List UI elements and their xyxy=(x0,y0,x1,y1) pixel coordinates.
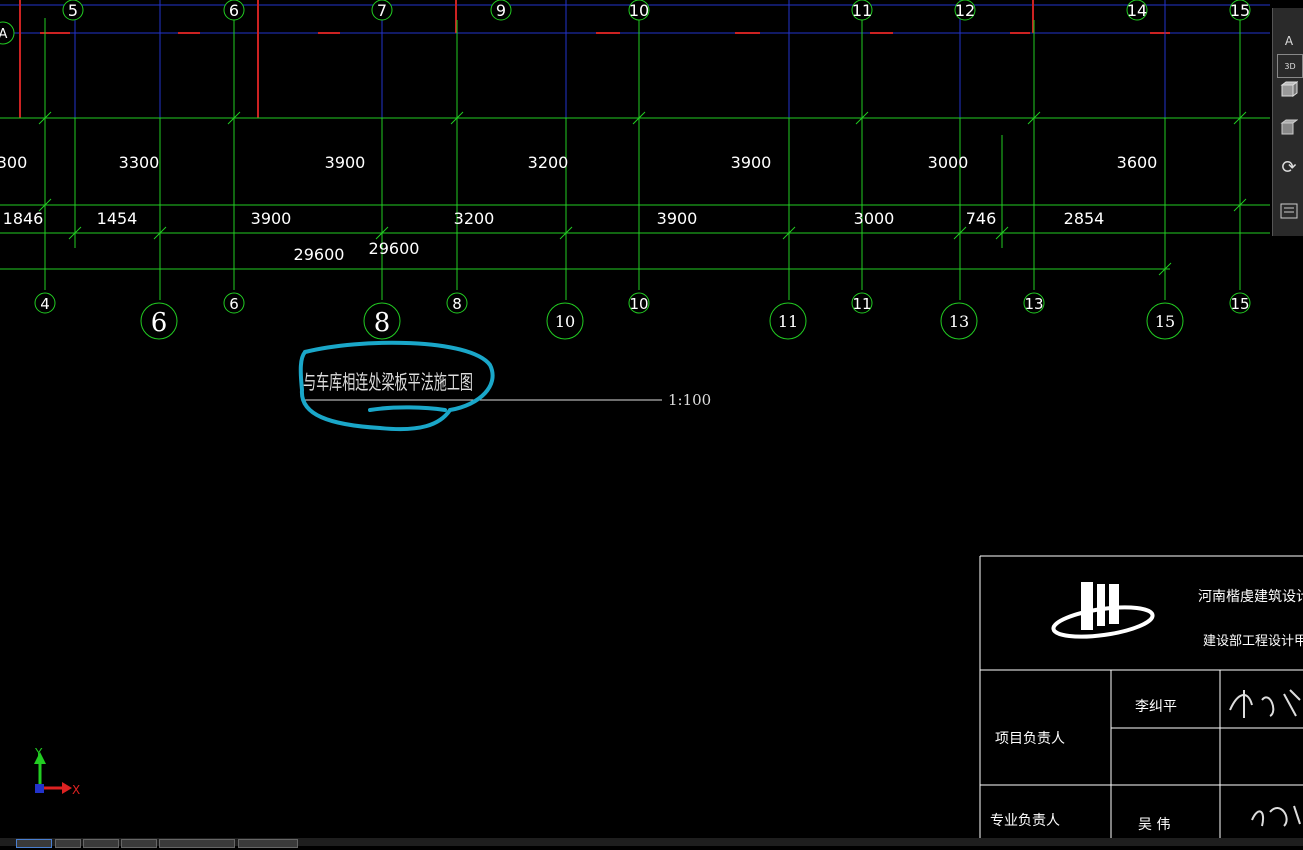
ucs-x-label: X xyxy=(72,783,80,797)
total-dimension: 29600 xyxy=(294,245,345,264)
layout-tab[interactable] xyxy=(83,839,119,848)
axis-label-large: 11 xyxy=(778,312,798,331)
top-axis-label: 9 xyxy=(496,1,506,20)
dimension-lines xyxy=(0,117,1270,270)
layout-tab[interactable] xyxy=(159,839,235,848)
vertical-grid-lines xyxy=(44,18,1241,300)
cube-view-icon[interactable] xyxy=(1277,78,1301,100)
sub-dimension: 1454 xyxy=(97,209,138,228)
layout-tab[interactable] xyxy=(238,839,298,848)
top-axis-label: 6 xyxy=(229,1,239,20)
signature-1 xyxy=(1229,689,1301,718)
ucs-y-label: Y xyxy=(34,746,43,760)
span-dimension: 3000 xyxy=(928,153,969,172)
layout-tab[interactable] xyxy=(55,839,81,848)
orbit-icon[interactable]: ⟳ xyxy=(1281,156,1297,178)
ucs-icon xyxy=(34,752,72,794)
showmotion-icon[interactable] xyxy=(1277,200,1301,222)
top-axis-label: 12 xyxy=(955,1,975,20)
sub-dimension: 746 xyxy=(966,209,997,228)
company-logo xyxy=(1051,582,1155,639)
red-beam-marks xyxy=(19,0,1170,118)
top-axis-label: 5 xyxy=(68,1,78,20)
axis-label-large: 10 xyxy=(555,312,575,331)
bottom-large-axis-bubbles xyxy=(140,302,1184,340)
span-dimension: 3600 xyxy=(1117,153,1158,172)
axis-label-small: 10 xyxy=(629,295,648,313)
title-block xyxy=(979,555,1303,838)
axis-label-small: 15 xyxy=(1230,295,1249,313)
sub-dimension: 3000 xyxy=(854,209,895,228)
span-dimension: 300 xyxy=(0,153,27,172)
drawing-title: 与车库相连处梁板平法施工图 xyxy=(303,370,473,394)
axis-label-small: 11 xyxy=(852,295,871,313)
axis-label-large: 13 xyxy=(949,312,969,331)
project-lead-label: 项目负责人 xyxy=(995,731,1065,747)
company-name: 河南楷虔建筑设计有限公 xyxy=(1198,589,1303,605)
sub-dimension: 2854 xyxy=(1064,209,1105,228)
span-dimension: 3300 xyxy=(119,153,160,172)
annotation-circle xyxy=(298,340,495,432)
box-view-icon[interactable] xyxy=(1277,116,1301,138)
signature-2 xyxy=(1251,805,1301,827)
dimension-ticks xyxy=(38,111,1247,276)
top-axis-label: 14 xyxy=(1127,1,1147,20)
top-axis-label: 15 xyxy=(1230,1,1250,20)
top-axis-bubbles xyxy=(0,0,1303,45)
axis-label-small: 8 xyxy=(452,295,462,313)
axis-label-small: 6 xyxy=(229,295,239,313)
discipline-lead-name: 吴 伟 xyxy=(1138,817,1170,833)
project-lead-name: 李纠平 xyxy=(1135,699,1177,715)
sub-dimension: 1846 xyxy=(3,209,44,228)
axis-label-small: 4 xyxy=(40,295,50,313)
axis-label-small: 13 xyxy=(1024,295,1043,313)
vertical-blue-axis-lines xyxy=(74,0,1166,118)
drawing-scale: 1:100 xyxy=(668,391,711,409)
3d-view-button[interactable]: 3D xyxy=(1277,54,1303,78)
total-dimension: 29600 xyxy=(369,239,420,258)
top-axis-label: 11 xyxy=(852,1,872,20)
span-dimension: 3200 xyxy=(528,153,569,172)
view-cube-a-label[interactable]: A xyxy=(1284,34,1294,48)
axis-label-large: 15 xyxy=(1155,312,1175,331)
axis-label-large: 8 xyxy=(374,308,391,338)
model-tab[interactable] xyxy=(16,839,52,848)
annotation-underline xyxy=(368,405,447,412)
axis-label-large: 6 xyxy=(151,308,168,338)
span-dimension: 3900 xyxy=(325,153,366,172)
discipline-lead-label: 专业负责人 xyxy=(990,813,1060,829)
sub-dimension: 3900 xyxy=(657,209,698,228)
top-axis-label: 7 xyxy=(377,1,387,20)
top-axis-label: 10 xyxy=(629,1,649,20)
layout-tabs-bar xyxy=(0,838,1303,848)
sub-dimension: 3200 xyxy=(454,209,495,228)
grid-letter-label: A xyxy=(0,27,8,42)
layout-tab[interactable] xyxy=(121,839,157,848)
navigation-bar[interactable]: A 3D ⟳ xyxy=(1272,8,1303,236)
span-dimension: 3900 xyxy=(731,153,772,172)
sub-dimension: 3900 xyxy=(251,209,292,228)
bottom-small-axis-bubbles xyxy=(34,292,1251,314)
license-text: 建设部工程设计甲级第A14 xyxy=(1203,634,1303,649)
